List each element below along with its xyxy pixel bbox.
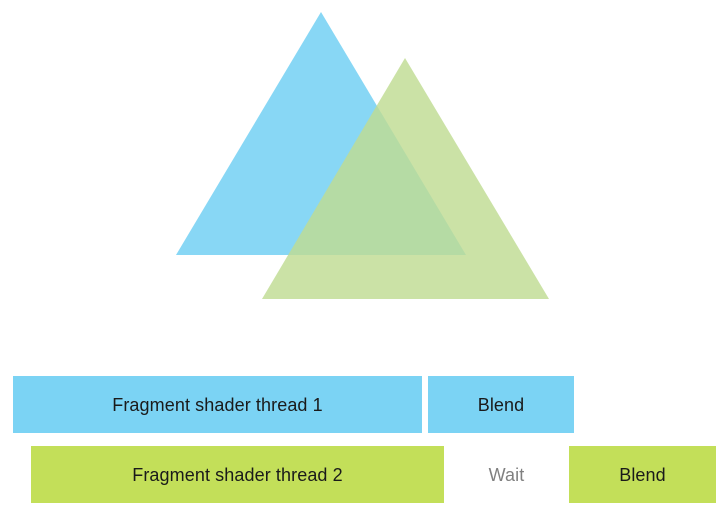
triangles-figure (176, 12, 549, 299)
bar-fragment-shader-thread-2-label: Fragment shader thread 2 (132, 464, 343, 485)
triangles-svg (176, 12, 549, 299)
green-triangle (262, 58, 549, 299)
bar-thread-2-wait-label: Wait (488, 464, 525, 485)
bar-thread-1-blend[interactable]: Blend (428, 376, 574, 433)
bar-thread-2-wait: Wait (444, 446, 569, 503)
bar-fragment-shader-thread-1[interactable]: Fragment shader thread 1 (13, 376, 422, 433)
bar-fragment-shader-thread-2[interactable]: Fragment shader thread 2 (31, 446, 444, 503)
bar-fragment-shader-thread-1-label: Fragment shader thread 1 (112, 394, 323, 415)
bar-thread-1-blend-label: Blend (477, 394, 525, 415)
bar-thread-2-blend[interactable]: Blend (569, 446, 716, 503)
bar-thread-2-blend-label: Blend (619, 464, 666, 485)
